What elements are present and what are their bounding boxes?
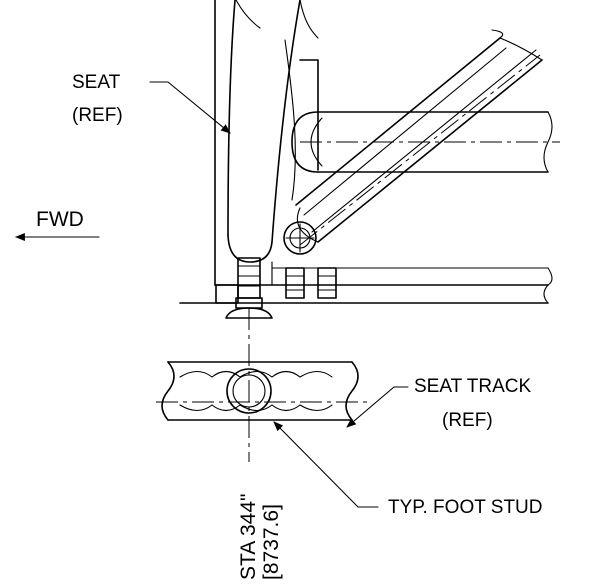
station-label: STA 344"	[237, 494, 260, 580]
leaders	[15, 81, 409, 508]
fwd-label: FWD	[36, 208, 84, 231]
seat-track-label: SEAT TRACK	[414, 376, 532, 397]
seat-bracket	[179, 261, 553, 304]
station-mm-label: [8737.6]	[260, 504, 283, 580]
seat-frame	[214, 0, 319, 286]
pivot-bolt	[283, 221, 317, 255]
foot-stud-label: TYP. FOOT STUD	[388, 497, 543, 518]
horizontal-tube	[291, 111, 560, 173]
seat-track-ref-label: (REF)	[442, 410, 493, 431]
seat-label: SEAT	[72, 72, 121, 93]
seat-track	[156, 361, 370, 421]
diagonal-brace	[295, 29, 543, 246]
seat-ref-label: (REF)	[72, 105, 123, 126]
